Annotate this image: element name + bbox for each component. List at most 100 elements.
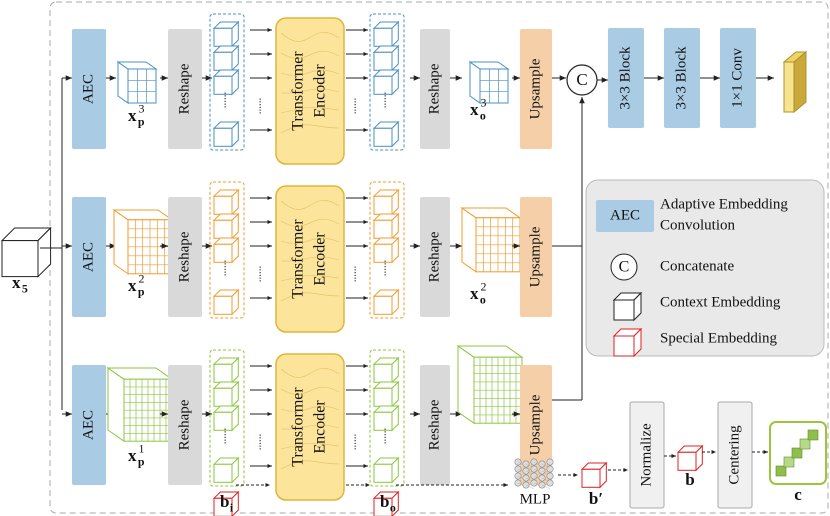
row1-input-tokens-token-2 (212, 68, 240, 96)
row1-reshape-out-label: Reshape (426, 63, 442, 114)
row3-output-tokens-ellipsis: ...... (381, 428, 393, 445)
row1-reshape-in-label: Reshape (176, 63, 192, 114)
centering-block: Centering (717, 401, 753, 509)
legend-context-cube (612, 291, 643, 322)
row2-transformer-encoder-line2: Encoder (312, 232, 329, 286)
row2-reshape-in-bg (168, 197, 202, 317)
decoder-block-3-bg (720, 28, 756, 128)
row1-input-tokens-token-1 (212, 44, 240, 72)
legend-special-cube (612, 327, 643, 358)
row1-out-label-base: x (470, 100, 479, 119)
row2-out-label-sub: o (480, 293, 486, 307)
label-c: c (794, 485, 802, 504)
row1-output-tokens-token-1 (372, 44, 400, 72)
row3-upsample-bg (520, 365, 552, 485)
row1-input-tokens-token-0 (212, 20, 240, 48)
mlp-label: MLP (520, 491, 551, 507)
row3-patch-label-sup: 1 (139, 442, 145, 456)
row1-transformer-encoder-bg (275, 17, 345, 165)
row3-input-tokens-token-3 (212, 456, 240, 484)
row2-output-tokens: ...... (369, 181, 405, 319)
row3-input-tokens-token-0 (212, 356, 240, 384)
row2-upsample-label: Upsample (527, 226, 543, 287)
row3-aec-block: AEC (72, 365, 106, 485)
row2-input-tokens-token-2 (212, 236, 240, 264)
row3-transformer-encoder-bg (275, 353, 345, 501)
row2-reshape-in: Reshape (168, 197, 202, 317)
row3-input-tokens-ellipsis: ...... (221, 428, 233, 445)
row3-transformer-encoder-line1: Transformer (290, 387, 307, 467)
row2-reshape-out-bg (420, 197, 450, 317)
input-cube-x5 (0, 226, 52, 278)
row3-transformer-encoder-line2: Encoder (312, 400, 329, 454)
row1-output-tokens-token-3 (372, 120, 400, 148)
row3-out-label: xo1 (481, 514, 487, 516)
row1-input-tokens: ...... (209, 13, 245, 151)
row3-reshape-out: Reshape (420, 365, 450, 485)
row1-reshape-out-bg (420, 29, 450, 149)
normalize-block-bg (629, 401, 665, 509)
normalize-block-label: Normalize (638, 423, 654, 487)
legend-aec-box (596, 200, 654, 232)
row2-input-tokens-ellipsis: ...... (221, 260, 233, 277)
decoder-block-3: 1×1 Conv (720, 28, 756, 128)
decoder-block-2: 3×3 Block (664, 28, 700, 128)
row1-out-label-sup: 3 (481, 96, 487, 110)
row2-arrow-ellipsis-out: ...... (351, 266, 363, 283)
row1-transformer-encoder-line1: Transformer (290, 51, 307, 131)
row2-reshape-out-label: Reshape (426, 231, 442, 282)
decoder-block-1-bg (608, 28, 644, 128)
decoder-block-1: 3×3 Block (608, 28, 644, 128)
row2-input-tokens-token-3 (212, 288, 240, 316)
label-b-i-sub: i (230, 501, 234, 515)
row3-input-tokens-frame (209, 349, 245, 487)
row2-transformer-encoder-bg (275, 185, 345, 333)
row2-reshape-out: Reshape (420, 197, 450, 317)
row1-output-tokens-token-2 (372, 68, 400, 96)
row3-transformer-encoder: Transformer Encoder (275, 353, 345, 501)
concat-symbol: C (576, 70, 587, 89)
legend-aec-text2: Convolution (660, 217, 736, 233)
row3-upsample-label: Upsample (527, 394, 543, 455)
input-label-x5-base: x (12, 273, 21, 292)
legend-aec-label: AEC (610, 207, 640, 223)
row2-aec-block-bg (72, 197, 106, 317)
row1-output-tokens-ellipsis: ...... (381, 92, 393, 109)
decoder-block-2-label: 3×3 Block (673, 46, 689, 110)
row3-out-label-sup: 1 (481, 514, 487, 516)
row3-aec-block-bg (72, 365, 106, 485)
row1-transformer-encoder: Transformer Encoder (275, 17, 345, 165)
legend-concat-symbol: C (619, 259, 630, 276)
row3-reshape-in-label: Reshape (176, 399, 192, 450)
row3-aec-block-label: AEC (80, 410, 96, 440)
row2-upsample-bg (520, 197, 552, 317)
row2-input-tokens: ...... (209, 181, 245, 319)
row2-out-label-base: x (470, 284, 479, 303)
row1-transformer-encoder-line2: Encoder (312, 64, 329, 118)
row2-patch-label-sub: p (138, 285, 145, 299)
row3-patch-label-sub: p (138, 455, 145, 469)
row3-output-tokens-token-3 (372, 456, 400, 484)
row1-aec-block-label: AEC (80, 74, 96, 104)
row2-output-tokens-token-1 (372, 212, 400, 240)
row3-input-tokens-special-token (212, 490, 240, 516)
row1-patch-label-sub: p (138, 115, 145, 129)
centering-block-bg (717, 401, 753, 509)
row2-output-tokens-frame (369, 181, 405, 319)
row1-aec-block-bg (72, 29, 106, 149)
row2-output-tokens-token-2 (372, 236, 400, 264)
row1-input-tokens-token-3 (212, 120, 240, 148)
label-b: b (685, 470, 694, 489)
row1-upsample-label: Upsample (527, 58, 543, 119)
row2-output-tokens-ellipsis: ...... (381, 260, 393, 277)
row2-input-tokens-token-0 (212, 188, 240, 216)
row2-aec-block: AEC (72, 197, 106, 317)
row1-reshape-in-bg (168, 29, 202, 149)
